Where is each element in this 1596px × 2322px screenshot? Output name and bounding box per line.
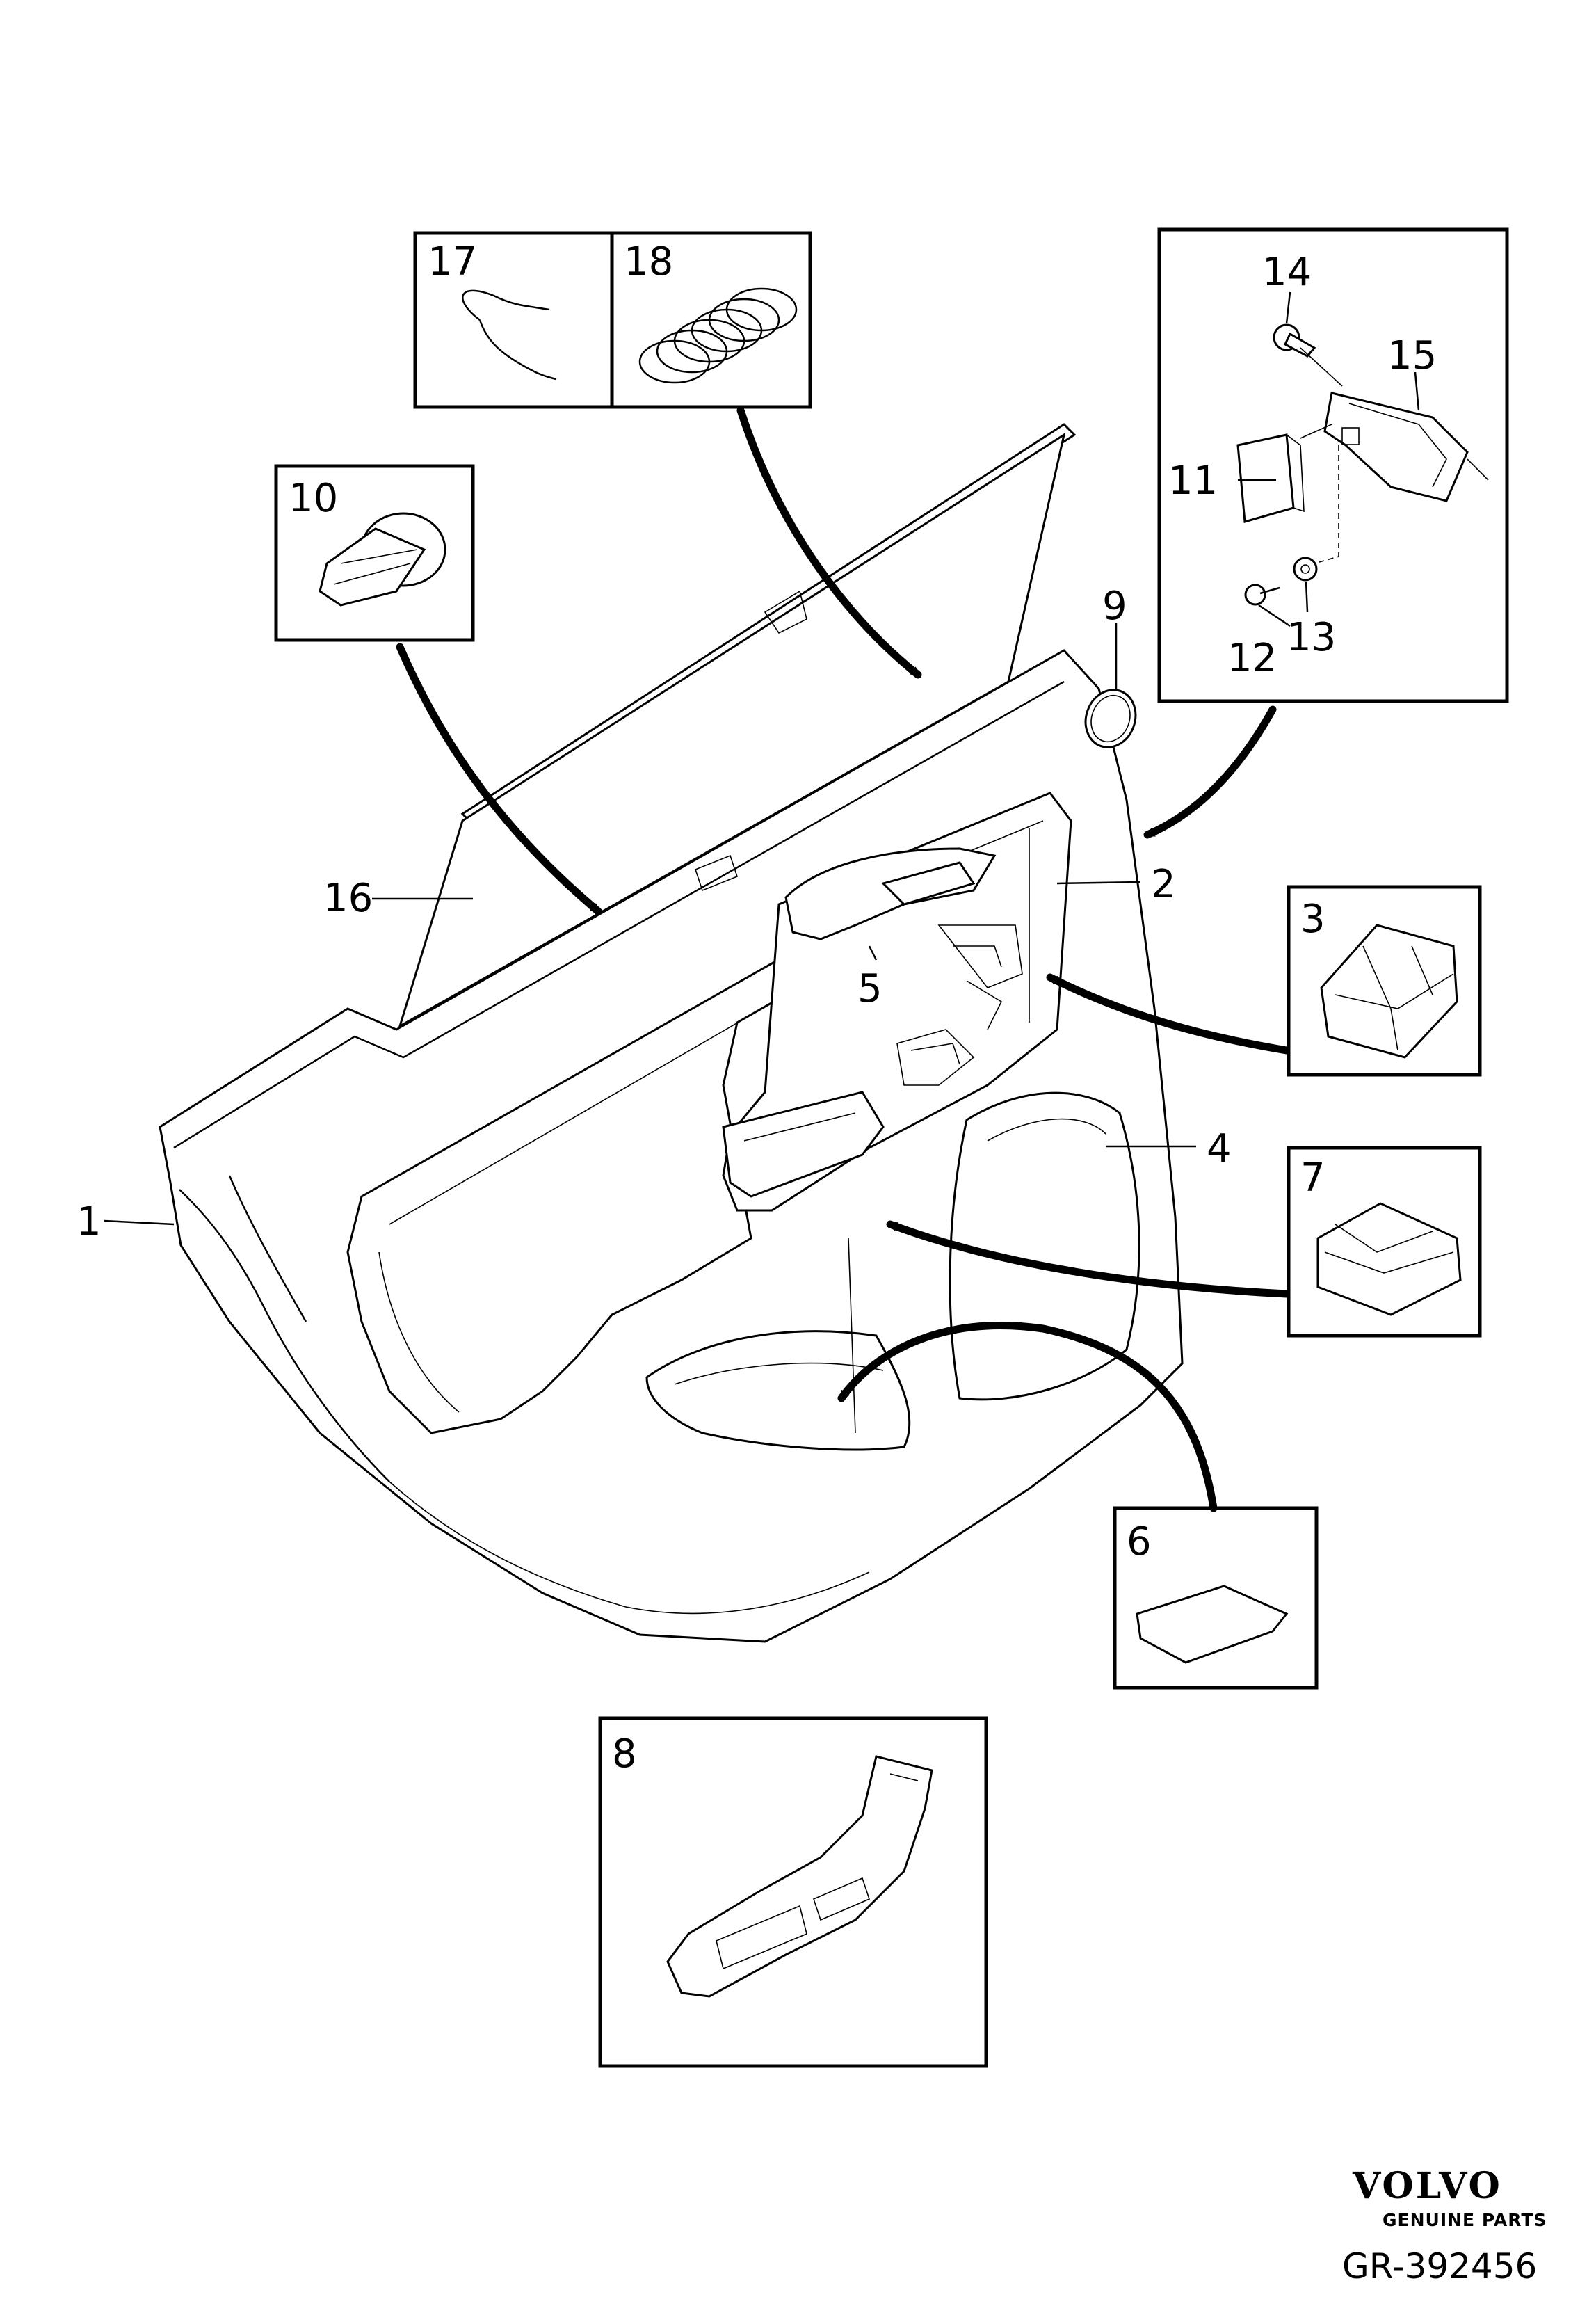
- screw-12: [1244, 584, 1280, 606]
- label-10: 10: [289, 476, 338, 521]
- box-17-18: [413, 231, 812, 409]
- bracket-15: [1323, 392, 1489, 502]
- o-ring-part: [1084, 623, 1137, 748]
- label-1: 1: [76, 1199, 102, 1244]
- box-10: [274, 464, 475, 642]
- wire-clip-17: [462, 289, 557, 381]
- switch-panel-8: [666, 1755, 933, 1998]
- label-8: 8: [612, 1731, 637, 1777]
- label-12: 12: [1227, 636, 1277, 681]
- door-trim-panel: [159, 649, 1184, 1643]
- label-2: 2: [1151, 862, 1176, 907]
- label-13: 13: [1287, 615, 1336, 660]
- label-15: 15: [1387, 333, 1437, 378]
- box-11-15: [1157, 227, 1509, 703]
- label-11: 11: [1168, 458, 1218, 504]
- box-3: [1287, 885, 1482, 1077]
- label-16: 16: [323, 876, 373, 921]
- push-pin-clip-10: [319, 512, 446, 607]
- callout-arrows: [396, 406, 1291, 1512]
- volvo-logo: VOLVO: [1352, 2165, 1502, 2207]
- pad-6: [1136, 1585, 1289, 1664]
- label-17: 17: [428, 239, 477, 285]
- label-9: 9: [1102, 584, 1127, 629]
- cap-11: [1236, 433, 1305, 523]
- label-5: 5: [857, 966, 882, 1011]
- label-6: 6: [1127, 1519, 1152, 1564]
- label-14: 14: [1262, 250, 1312, 295]
- leader-lines: [104, 291, 1420, 1226]
- genuine-parts-tagline: GENUINE PARTS: [1383, 2210, 1547, 2230]
- washer-13: [1293, 557, 1318, 582]
- box-6: [1113, 1506, 1319, 1690]
- spring-18: [638, 287, 798, 384]
- box-7: [1287, 1146, 1482, 1338]
- screw-14: [1273, 323, 1316, 358]
- reference-number: GR-392456: [1342, 2246, 1537, 2287]
- part-number-labels: 1 2 3 4 5 6 7 8 9 10 11 12 13 14 15 16 1…: [76, 239, 1437, 1777]
- label-3: 3: [1300, 897, 1325, 942]
- label-18: 18: [624, 239, 673, 285]
- label-7: 7: [1300, 1155, 1325, 1201]
- spring-clip-7: [1316, 1202, 1462, 1316]
- spring-clip-3: [1320, 924, 1458, 1059]
- volvo-brand-block: VOLVO GENUINE PARTS GR-392456: [1342, 2165, 1547, 2287]
- label-4: 4: [1207, 1126, 1232, 1171]
- box-8: [598, 1716, 988, 2068]
